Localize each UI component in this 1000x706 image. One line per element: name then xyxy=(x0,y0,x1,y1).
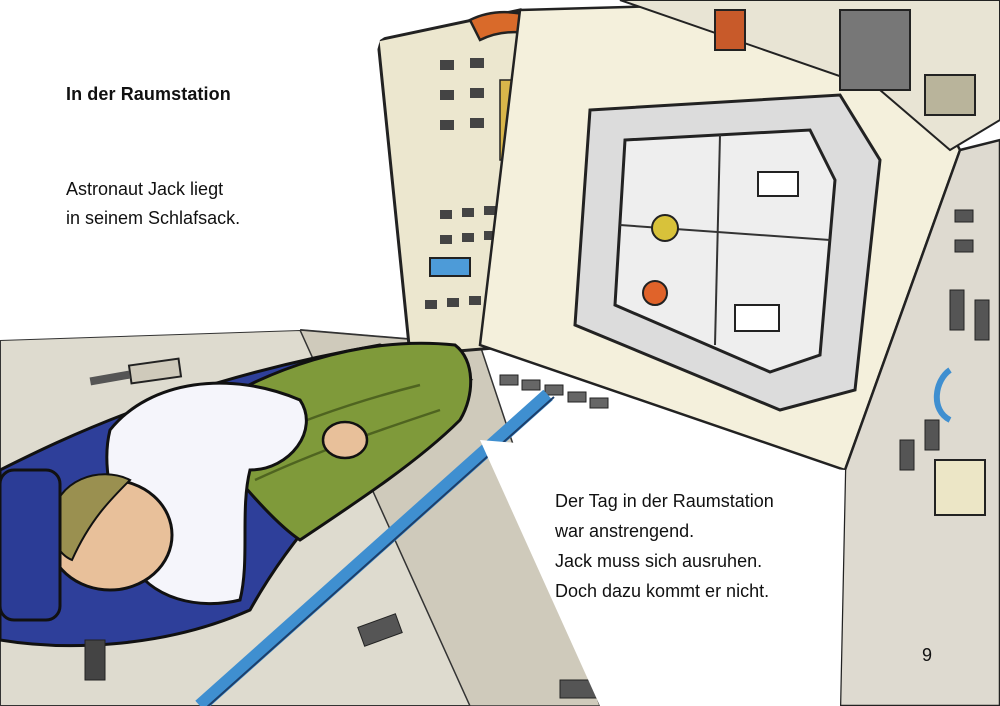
control-panel-right xyxy=(838,138,1000,706)
body-line-2: war anstrengend. xyxy=(555,521,695,541)
intro-paragraph: Astronaut Jack liegt in seinem Schlafsac… xyxy=(66,175,240,233)
hatch-label-top xyxy=(757,171,799,197)
hatch-gear-orange xyxy=(642,280,668,306)
console-blue-light xyxy=(429,257,471,277)
right-panel-grid xyxy=(934,459,986,516)
pillow xyxy=(0,468,62,622)
astronaut-hand xyxy=(321,420,369,460)
floor-vents xyxy=(499,374,609,409)
right-panel-switches xyxy=(899,209,990,471)
intro-line-1: Astronaut Jack liegt xyxy=(66,179,224,199)
body-line-1: Der Tag in der Raumstation xyxy=(555,491,774,511)
page-title: In der Raumstation xyxy=(66,84,231,104)
body-paragraph: Der Tag in der Raumstation war anstrenge… xyxy=(555,486,774,606)
body-line-4: Doch dazu kommt er nicht. xyxy=(555,581,770,601)
intro-line-2: in seinem Schlafsack. xyxy=(66,208,241,228)
body-line-3: Jack muss sich ausruhen. xyxy=(555,551,763,571)
hatch-valve-yellow xyxy=(651,214,679,242)
hatch-label-bottom xyxy=(734,304,780,332)
page-number: 9 xyxy=(922,645,933,665)
